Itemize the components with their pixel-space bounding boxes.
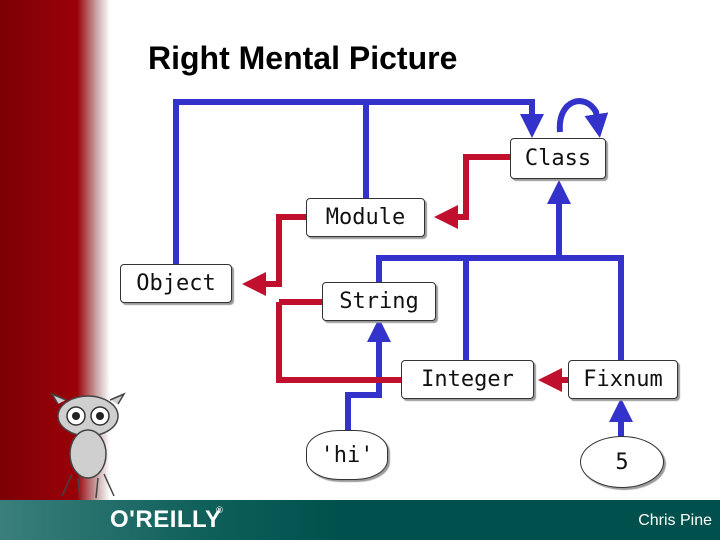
class-self-link <box>556 98 609 138</box>
node-string: String <box>322 282 436 321</box>
oreilly-logo: O'REILLY <box>110 506 222 533</box>
class-to-module-link <box>434 154 514 229</box>
node-fixnum: Fixnum <box>568 360 678 399</box>
class-diagram <box>173 98 633 440</box>
slide-title: Right Mental Picture <box>148 40 458 76</box>
node-integer: Integer <box>401 360 534 399</box>
integer-to-object-link <box>276 302 404 383</box>
logo-registered-mark: ® <box>215 506 224 516</box>
node-module: Module <box>306 198 425 237</box>
string-to-class-link <box>376 255 624 362</box>
module-to-object-link <box>242 214 306 296</box>
footer-highlight <box>0 500 340 540</box>
node-hi: 'hi' <box>306 430 388 480</box>
node-five: 5 <box>580 436 664 488</box>
node-object: Object <box>120 264 232 303</box>
hi-to-string-link <box>345 318 391 430</box>
tarsier-mascot-icon <box>50 392 126 499</box>
object-to-class-link <box>173 99 544 266</box>
node-class: Class <box>510 138 606 179</box>
footer-author: Chris Pine <box>638 512 712 529</box>
